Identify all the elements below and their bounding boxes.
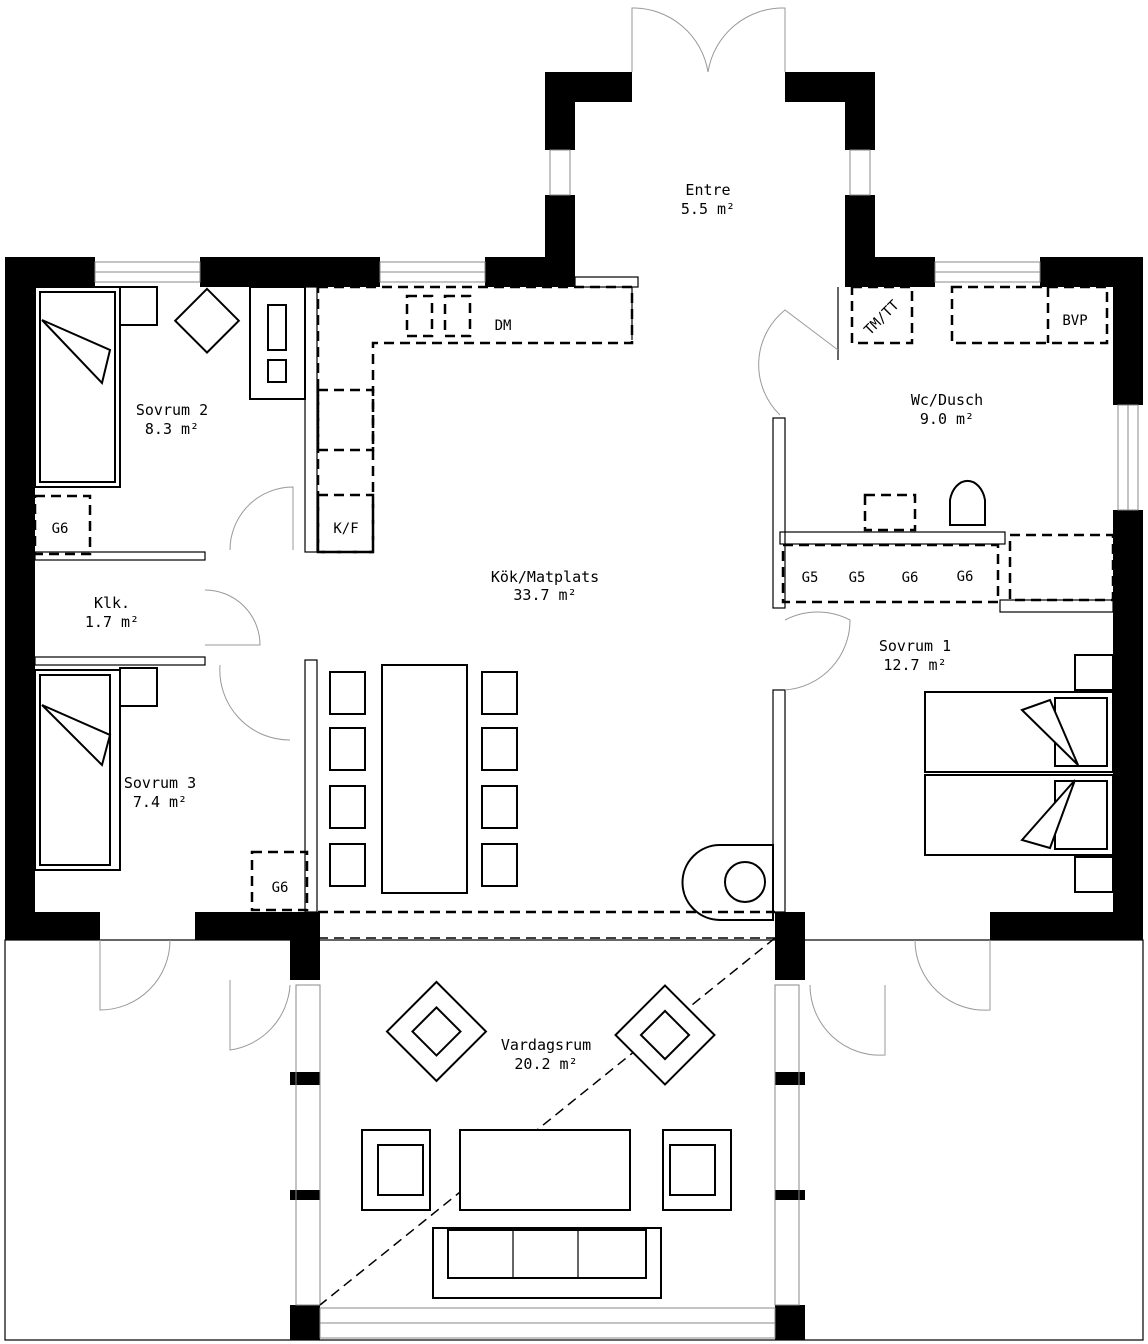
label-dm: DM <box>495 318 512 334</box>
room-area-sovrum3: 7.4 m² <box>133 793 187 811</box>
g6-cabinet-sovrum2 <box>33 494 92 556</box>
label-g5-b: G5 <box>849 570 866 586</box>
label-g6-b: G6 <box>957 569 974 585</box>
room-name-sovrum3: Sovrum 3 <box>124 774 196 792</box>
room-area-klk: 1.7 m² <box>85 613 139 631</box>
room-name-entre: Entre <box>685 181 730 199</box>
sovrum1-furniture <box>924 654 1114 893</box>
room-area-wc: 9.0 m² <box>920 410 974 428</box>
dining-table-set <box>329 664 518 894</box>
room-name-wc: Wc/Dusch <box>911 391 983 409</box>
outer-walls <box>5 72 1143 1340</box>
room-name-vardagsrum: Vardagsrum <box>501 1036 591 1054</box>
room-area-entre: 5.5 m² <box>681 200 735 218</box>
label-kf: K/F <box>333 521 358 537</box>
room-area-kok: 33.7 m² <box>513 586 576 604</box>
label-g6-sovrum2: G6 <box>52 521 69 537</box>
label-tmtt: TM/TT <box>861 297 903 339</box>
wc-fixtures <box>781 285 1115 604</box>
entrance-doors[interactable] <box>631 7 786 73</box>
label-g5-a: G5 <box>802 570 819 586</box>
interior-doors[interactable] <box>99 309 991 1056</box>
room-name-kok: Kök/Matplats <box>491 568 599 586</box>
room-name-sovrum1: Sovrum 1 <box>879 637 951 655</box>
room-name-sovrum2: Sovrum 2 <box>136 401 208 419</box>
sovrum2-furniture <box>34 286 306 488</box>
label-g6-sovrum3: G6 <box>272 880 289 896</box>
room-area-sovrum2: 8.3 m² <box>145 420 199 438</box>
terrace-outline <box>4 939 1144 1341</box>
windows <box>94 149 1139 1339</box>
room-name-klk: Klk. <box>94 594 130 612</box>
room-area-vardagsrum: 20.2 m² <box>514 1055 577 1073</box>
kitchen-counters <box>316 285 634 554</box>
label-bvp: BVP <box>1062 313 1087 329</box>
label-g6-a: G6 <box>902 570 919 586</box>
living-furniture <box>361 980 732 1299</box>
sovrum3-furniture <box>34 667 158 871</box>
room-area-sovrum1: 12.7 m² <box>883 656 946 674</box>
g6-cabinet-sovrum3 <box>250 850 309 912</box>
fireplace <box>681 844 774 921</box>
